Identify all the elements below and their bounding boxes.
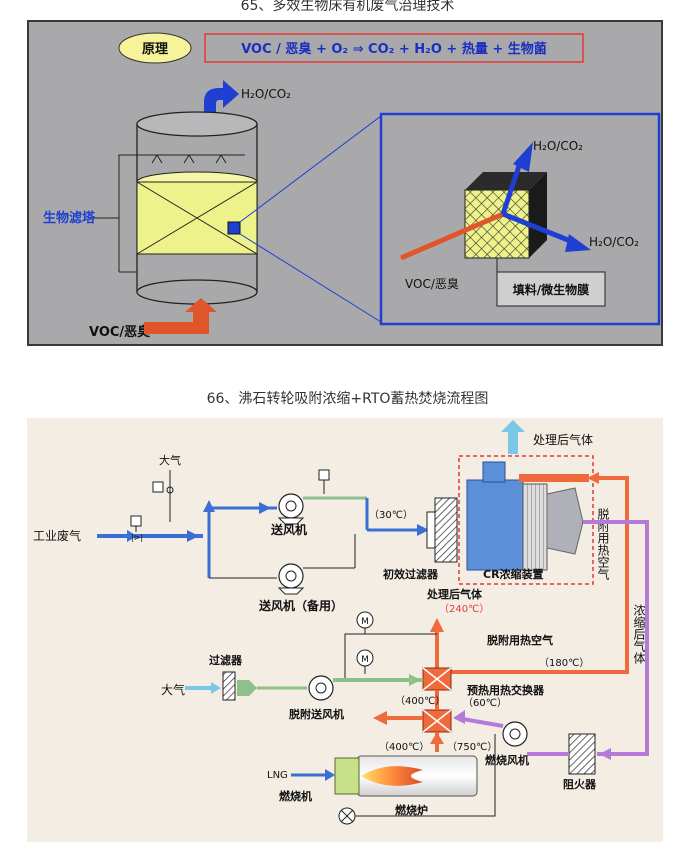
- biofilter-svg: 原理 VOC / 恶臭 + O₂ ⇒ CO₂ + H₂O + 热量 + 生物菌 …: [43, 32, 661, 340]
- exhaust-out-arrow: [501, 420, 525, 454]
- furnace-label: 燃烧炉: [394, 803, 428, 817]
- burner-fan-label: 燃烧风机: [484, 753, 529, 767]
- desorb-fan-label: 脱附送风机: [289, 707, 344, 721]
- primary-filter: [434, 497, 458, 563]
- figure-66-caption: 66、沸石转轮吸附浓缩+RTO蓄热焚烧流程图: [206, 391, 489, 407]
- inlet-arrow: [144, 298, 217, 334]
- atmosphere-top-label: 大气: [159, 453, 181, 467]
- detail-out-right: H₂O/CO₂: [589, 235, 639, 249]
- zeolite-rotor: [522, 483, 548, 571]
- tower-bottom: [136, 279, 258, 305]
- rto-flow-diagram: 处理后气体 大气 工业废气 |⊳| 送风机 送风机（备用）: [27, 418, 663, 842]
- concentrated-gas-vertical: 浓缩后气体: [632, 604, 646, 665]
- temp-30-label: （30℃）: [369, 509, 413, 521]
- temp-240-label: （240℃）: [439, 603, 489, 615]
- detail-in-label: VOC/恶臭: [405, 276, 459, 291]
- lng-label: LNG: [267, 770, 288, 781]
- backup-fan-icon: [278, 563, 304, 589]
- cr-device-label: CR浓缩装置: [483, 567, 544, 581]
- spray-pipe: [118, 154, 245, 272]
- biofilter-diagram: 原理 VOC / 恶臭 + O₂ ⇒ CO₂ + H₂O + 热量 + 生物菌 …: [27, 20, 663, 346]
- inlet-label: VOC/恶臭: [89, 324, 150, 340]
- temp-180-label: （180℃）: [539, 657, 589, 669]
- temp-60-label: （60℃）: [463, 697, 507, 709]
- primary-filter-label: 初效过滤器: [383, 567, 439, 581]
- atmosphere-left-label: 大气: [161, 682, 185, 697]
- media-label: 填料/微生物膜: [513, 282, 589, 297]
- temp-400b-label: （400℃）: [379, 741, 429, 753]
- tower-top: [136, 111, 258, 137]
- tower-label: 生物滤塔: [43, 210, 96, 226]
- filter-label: 过滤器: [209, 653, 243, 667]
- inlet-filter: [222, 671, 236, 701]
- principle-formula: VOC / 恶臭 + O₂ ⇒ CO₂ + H₂O + 热量 + 生物菌: [241, 41, 547, 57]
- flame-arrester: [568, 733, 596, 775]
- burner-fan-icon: [502, 721, 528, 747]
- industrial-gas-label: 工业废气: [33, 528, 81, 543]
- rto-svg: 处理后气体 大气 工业废气 |⊳| 送风机 送风机（备用）: [33, 420, 649, 825]
- main-fan-label: 送风机: [270, 522, 307, 537]
- detail-marker: [227, 221, 241, 235]
- figure-65-caption: 65、多效生物床有机废气治理技术: [240, 0, 455, 14]
- spray-nozzles: [151, 154, 227, 164]
- temp-400a-label: （400℃）: [395, 695, 445, 707]
- top-outlet-arrow: [204, 80, 239, 120]
- svg-text:M: M: [361, 617, 369, 627]
- concentrated-gas-line: [583, 520, 649, 756]
- main-fan-icon: [278, 493, 304, 519]
- principle-badge-text: 原理: [142, 42, 168, 57]
- principle-badge: [118, 32, 192, 64]
- burner-label: 燃烧机: [278, 789, 312, 803]
- detail-out-top: H₂O/CO₂: [533, 139, 583, 153]
- detail-in-arrow: [400, 211, 504, 261]
- flame-icon: [361, 766, 423, 786]
- flame-arrester-label: 阻火器: [563, 777, 597, 791]
- svg-text:|⊳|: |⊳|: [131, 533, 143, 542]
- treated-gas-label: 处理后气体: [426, 587, 483, 601]
- backup-fan-label: 送风机（备用）: [258, 598, 343, 613]
- temp-750-label: （750℃）: [447, 741, 497, 753]
- desorb-air-vertical: 脱附用热空气: [596, 507, 610, 580]
- desorb-hot-air-label: 脱附用热空气: [487, 633, 553, 647]
- exhaust-out-label: 处理后气体: [533, 432, 593, 447]
- desorb-air-line: [447, 476, 629, 674]
- svg-text:M: M: [361, 655, 369, 665]
- desorb-fan-icon: [308, 675, 334, 701]
- top-outlet-label: H₂O/CO₂: [241, 87, 291, 101]
- burner-unit: [334, 757, 360, 795]
- preheat-hx-label: 预热用热交换器: [467, 683, 545, 697]
- media-label-box: [496, 271, 606, 307]
- principle-formula-box: [204, 33, 584, 63]
